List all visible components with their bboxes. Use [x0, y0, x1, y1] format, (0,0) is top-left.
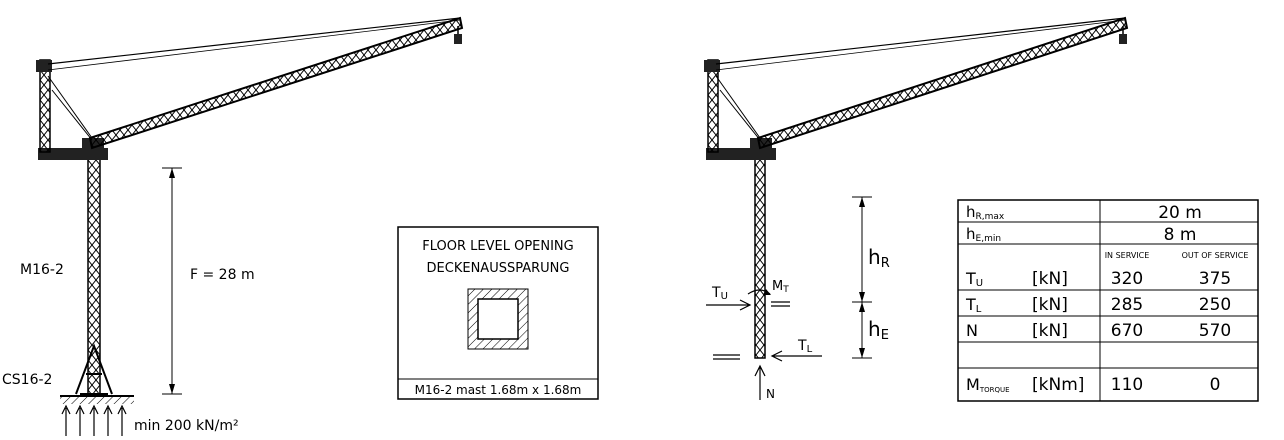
- n-label: N: [766, 387, 775, 401]
- tl-label: TL: [797, 338, 813, 355]
- height-label: F = 28 m: [190, 267, 255, 283]
- svg-text:110: 110: [1111, 375, 1143, 395]
- left-hook: [454, 34, 462, 44]
- ground-hatch: [60, 397, 134, 404]
- svg-text:[kN]: [kN]: [1032, 295, 1068, 315]
- hr-label: hR: [868, 245, 890, 271]
- svg-text:[kN]: [kN]: [1032, 321, 1068, 341]
- opening-title-2: DECKENAUSSPARUNG: [427, 261, 570, 276]
- right-tower-head: [707, 59, 719, 153]
- mt-label: MT: [772, 279, 789, 295]
- svg-text:375: 375: [1199, 269, 1231, 289]
- col-out-of-service: OUT OF SERVICE: [1182, 251, 1249, 260]
- ground-pressure-arrows: [61, 404, 127, 436]
- table-row: TU [kN] 320 375: [965, 269, 1231, 289]
- svg-text:320: 320: [1111, 269, 1143, 289]
- load-table: hR,max 20 m hE,min 8 m IN SERVICE OUT OF…: [957, 199, 1259, 402]
- svg-text:TL: TL: [965, 295, 982, 315]
- table-row: TL [kN] 285 250: [965, 295, 1231, 315]
- opening-caption: M16-2 mast 1.68m x 1.68m: [415, 383, 582, 397]
- left-jib: [88, 16, 464, 150]
- mast-label: M16-2: [20, 262, 64, 278]
- svg-text:250: 250: [1199, 295, 1231, 315]
- svg-text:MTORQUE: MTORQUE: [966, 375, 1010, 394]
- tu-arrow: [706, 299, 752, 311]
- tu-label: TU: [711, 285, 728, 302]
- base-label: CS16-2: [2, 372, 52, 388]
- right-jib: [756, 16, 1129, 150]
- right-mast: [754, 157, 766, 359]
- tl-arrow: [770, 350, 822, 362]
- svg-text:0: 0: [1210, 375, 1221, 395]
- svg-text:570: 570: [1199, 321, 1231, 341]
- svg-text:[kNm]: [kNm]: [1032, 375, 1084, 395]
- floor-opening-box: FLOOR LEVEL OPENING DECKENAUSSPARUNG M16…: [397, 226, 599, 400]
- he-label: hE: [868, 317, 889, 343]
- svg-text:[kN]: [kN]: [1032, 269, 1068, 289]
- svg-text:TU: TU: [965, 269, 983, 289]
- table-row: MTORQUE [kNm] 110 0: [966, 375, 1220, 395]
- left-tower-head: [39, 59, 51, 153]
- left-crane: M16-2 CS16-2 F = 28 m min 200 kN/m²: [2, 16, 464, 436]
- svg-text:285: 285: [1111, 295, 1143, 315]
- hemin-value: 8 m: [1164, 225, 1197, 245]
- hrmax-label: hR,max: [966, 203, 1005, 222]
- hrmax-value: 20 m: [1158, 203, 1202, 223]
- col-in-service: IN SERVICE: [1105, 251, 1150, 260]
- right-hook: [1119, 34, 1127, 44]
- hemin-label: hE,min: [966, 225, 1001, 244]
- opening-square: [477, 298, 519, 340]
- right-crane: hR hE TU TL MT N: [704, 16, 1129, 401]
- left-base-frame: [75, 343, 113, 395]
- table-row: N [kN] 670 570: [966, 321, 1231, 341]
- svg-text:N: N: [966, 321, 978, 340]
- opening-title-1: FLOOR LEVEL OPENING: [422, 239, 573, 254]
- n-arrow: [754, 364, 766, 400]
- svg-text:670: 670: [1111, 321, 1143, 341]
- ground-pressure-label: min 200 kN/m²: [134, 418, 239, 434]
